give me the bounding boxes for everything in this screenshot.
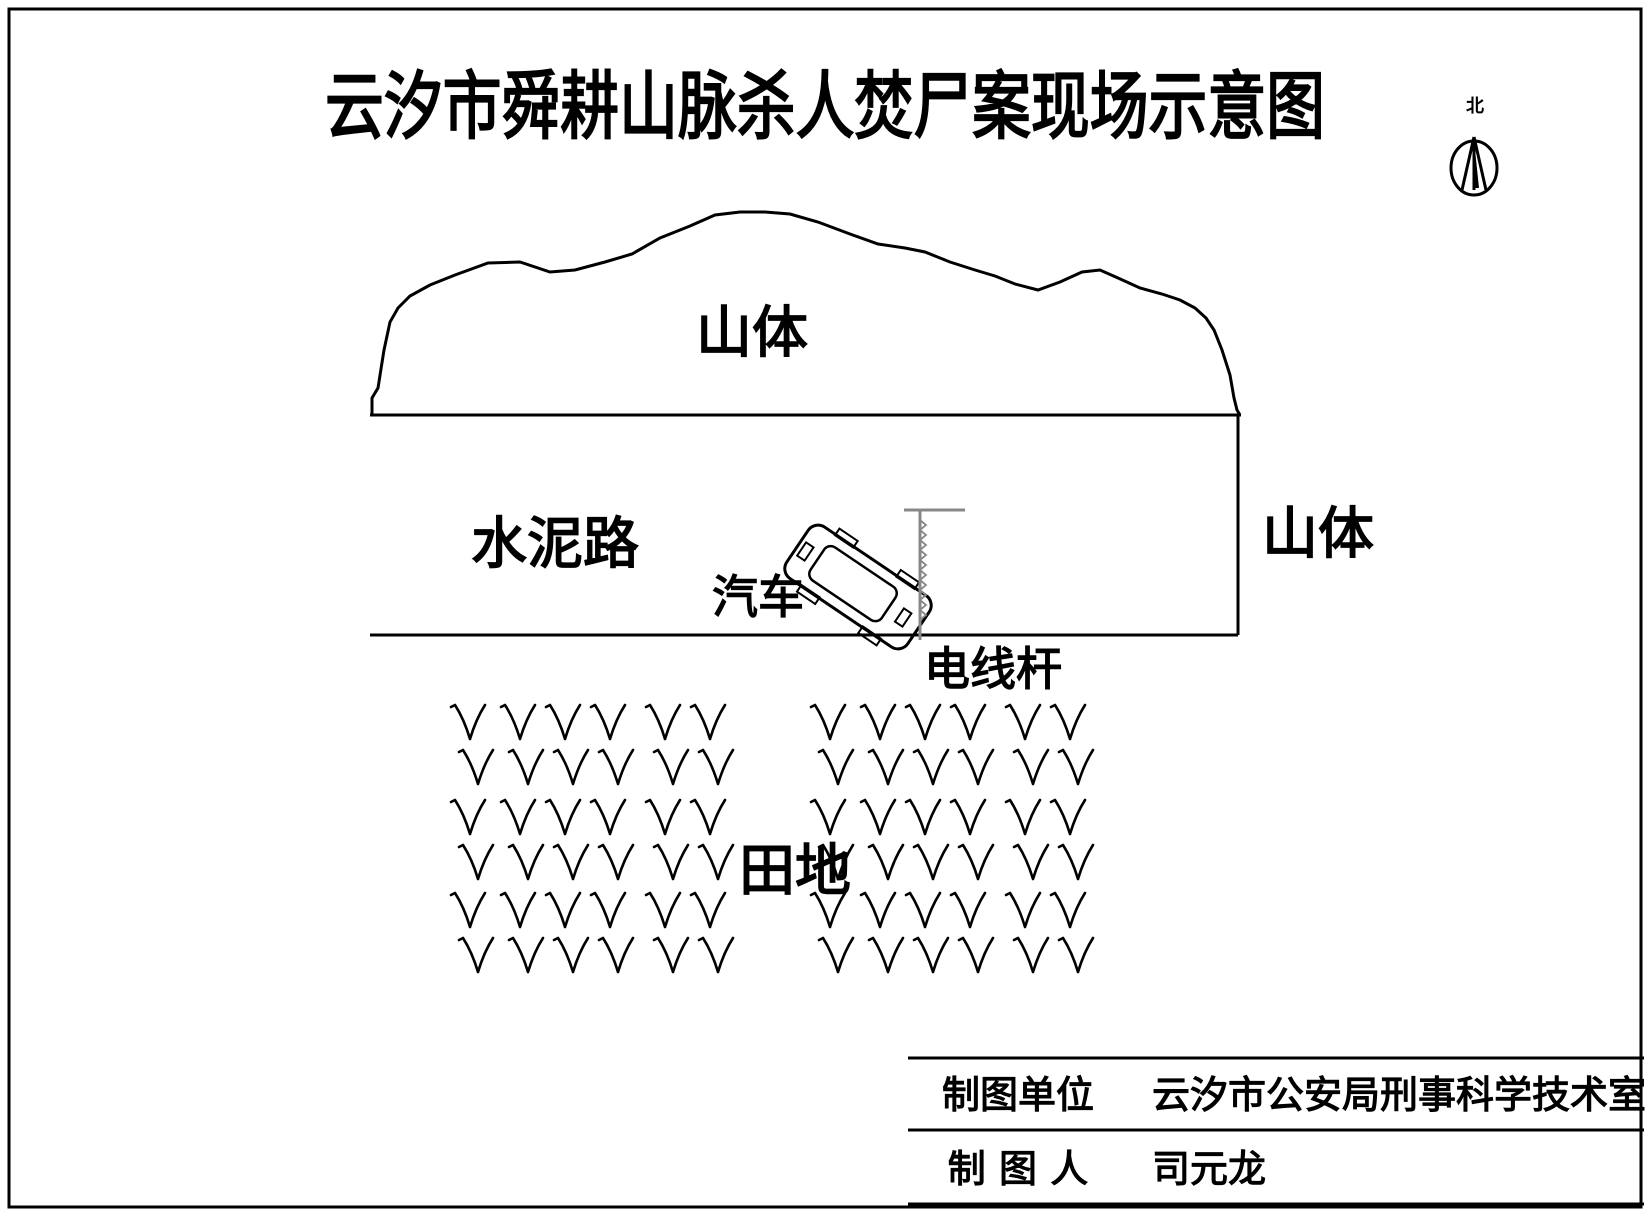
grass-icon bbox=[457, 843, 495, 881]
grass-icon bbox=[689, 798, 727, 836]
grass-icon bbox=[1004, 798, 1042, 836]
grass-icon bbox=[1012, 936, 1050, 974]
grass-icon bbox=[499, 703, 537, 741]
grass-icon bbox=[809, 703, 847, 741]
north-arrow: 北 bbox=[1449, 96, 1499, 197]
mountain-top-outline bbox=[370, 210, 1242, 416]
grass-icon bbox=[904, 891, 942, 929]
grass-icon bbox=[697, 936, 735, 974]
grass-icon bbox=[589, 891, 627, 929]
grass-icon bbox=[652, 748, 690, 786]
grass-icon bbox=[957, 843, 995, 881]
grass-icon bbox=[644, 703, 682, 741]
road-label: 水泥路 bbox=[471, 512, 640, 577]
grass-icon bbox=[652, 843, 690, 881]
grass-icon bbox=[499, 891, 537, 929]
utility-pole-icon bbox=[904, 508, 965, 640]
grass-icon bbox=[912, 843, 950, 881]
grass-icon bbox=[644, 798, 682, 836]
grass-icon bbox=[597, 936, 635, 974]
grass-icon bbox=[597, 843, 635, 881]
grass-icon bbox=[689, 703, 727, 741]
grass-icon bbox=[957, 748, 995, 786]
grass-icon bbox=[1049, 703, 1087, 741]
grass-icon bbox=[904, 703, 942, 741]
grass-icon bbox=[817, 936, 855, 974]
grass-icon bbox=[859, 703, 897, 741]
grass-icon bbox=[507, 936, 545, 974]
grass-icon bbox=[949, 891, 987, 929]
grass-icon bbox=[817, 748, 855, 786]
car-label: 汽车 bbox=[712, 570, 804, 624]
grass-icon bbox=[449, 798, 487, 836]
grass-icon bbox=[809, 891, 847, 929]
grass-icon bbox=[589, 703, 627, 741]
grass-icon bbox=[697, 843, 735, 881]
grass-icon bbox=[589, 798, 627, 836]
pole-label: 电线杆 bbox=[924, 642, 1062, 696]
grass-icon bbox=[949, 798, 987, 836]
grass-icon bbox=[912, 748, 950, 786]
diagram-title: 云汐市舜耕山脉杀人焚尸案现场示意图 bbox=[325, 64, 1325, 150]
info-value-author: 司元龙 bbox=[1152, 1147, 1266, 1191]
grass-icon bbox=[1057, 748, 1095, 786]
grass-icon bbox=[859, 891, 897, 929]
grass-icon bbox=[817, 843, 855, 881]
grass-icon bbox=[507, 748, 545, 786]
grass-icon bbox=[457, 748, 495, 786]
grass-icon bbox=[1049, 891, 1087, 929]
grass-icon bbox=[1004, 703, 1042, 741]
north-label: 北 bbox=[1466, 96, 1484, 117]
field-grass bbox=[449, 703, 1095, 974]
grass-icon bbox=[689, 891, 727, 929]
field-label: 田地 bbox=[739, 839, 851, 904]
grass-icon bbox=[499, 798, 537, 836]
info-value-unit: 云汐市公安局刑事科学技术室 bbox=[1152, 1073, 1646, 1117]
grass-icon bbox=[1012, 748, 1050, 786]
grass-icon bbox=[1057, 843, 1095, 881]
outer-frame bbox=[7, 7, 1643, 1209]
grass-icon bbox=[809, 798, 847, 836]
grass-icon bbox=[859, 798, 897, 836]
grass-icon bbox=[544, 891, 582, 929]
mountain-top-label: 山体 bbox=[696, 301, 808, 366]
grass-icon bbox=[1049, 798, 1087, 836]
grass-icon bbox=[949, 703, 987, 741]
grass-icon bbox=[867, 748, 905, 786]
grass-icon bbox=[544, 703, 582, 741]
grass-icon bbox=[552, 748, 590, 786]
grass-icon bbox=[697, 748, 735, 786]
grass-icon bbox=[507, 843, 545, 881]
grass-icon bbox=[544, 798, 582, 836]
mountain-right-label: 山体 bbox=[1262, 502, 1374, 567]
grass-icon bbox=[644, 891, 682, 929]
grass-icon bbox=[457, 936, 495, 974]
info-key-unit: 制图单位 bbox=[942, 1073, 1094, 1117]
grass-icon bbox=[1012, 843, 1050, 881]
grass-icon bbox=[1004, 891, 1042, 929]
north-arrow-icon bbox=[1449, 136, 1499, 197]
grass-icon bbox=[449, 891, 487, 929]
grass-icon bbox=[597, 748, 635, 786]
grass-icon bbox=[867, 936, 905, 974]
grass-icon bbox=[449, 703, 487, 741]
info-key-author: 制 图 人 bbox=[948, 1147, 1088, 1191]
grass-icon bbox=[552, 843, 590, 881]
grass-icon bbox=[867, 843, 905, 881]
grass-icon bbox=[1057, 936, 1095, 974]
grass-icon bbox=[912, 936, 950, 974]
grass-icon bbox=[652, 936, 690, 974]
grass-icon bbox=[904, 798, 942, 836]
grass-icon bbox=[957, 936, 995, 974]
info-table: 制图单位 云汐市公安局刑事科学技术室 制 图 人 司元龙 bbox=[908, 1056, 1646, 1206]
grass-icon bbox=[552, 936, 590, 974]
